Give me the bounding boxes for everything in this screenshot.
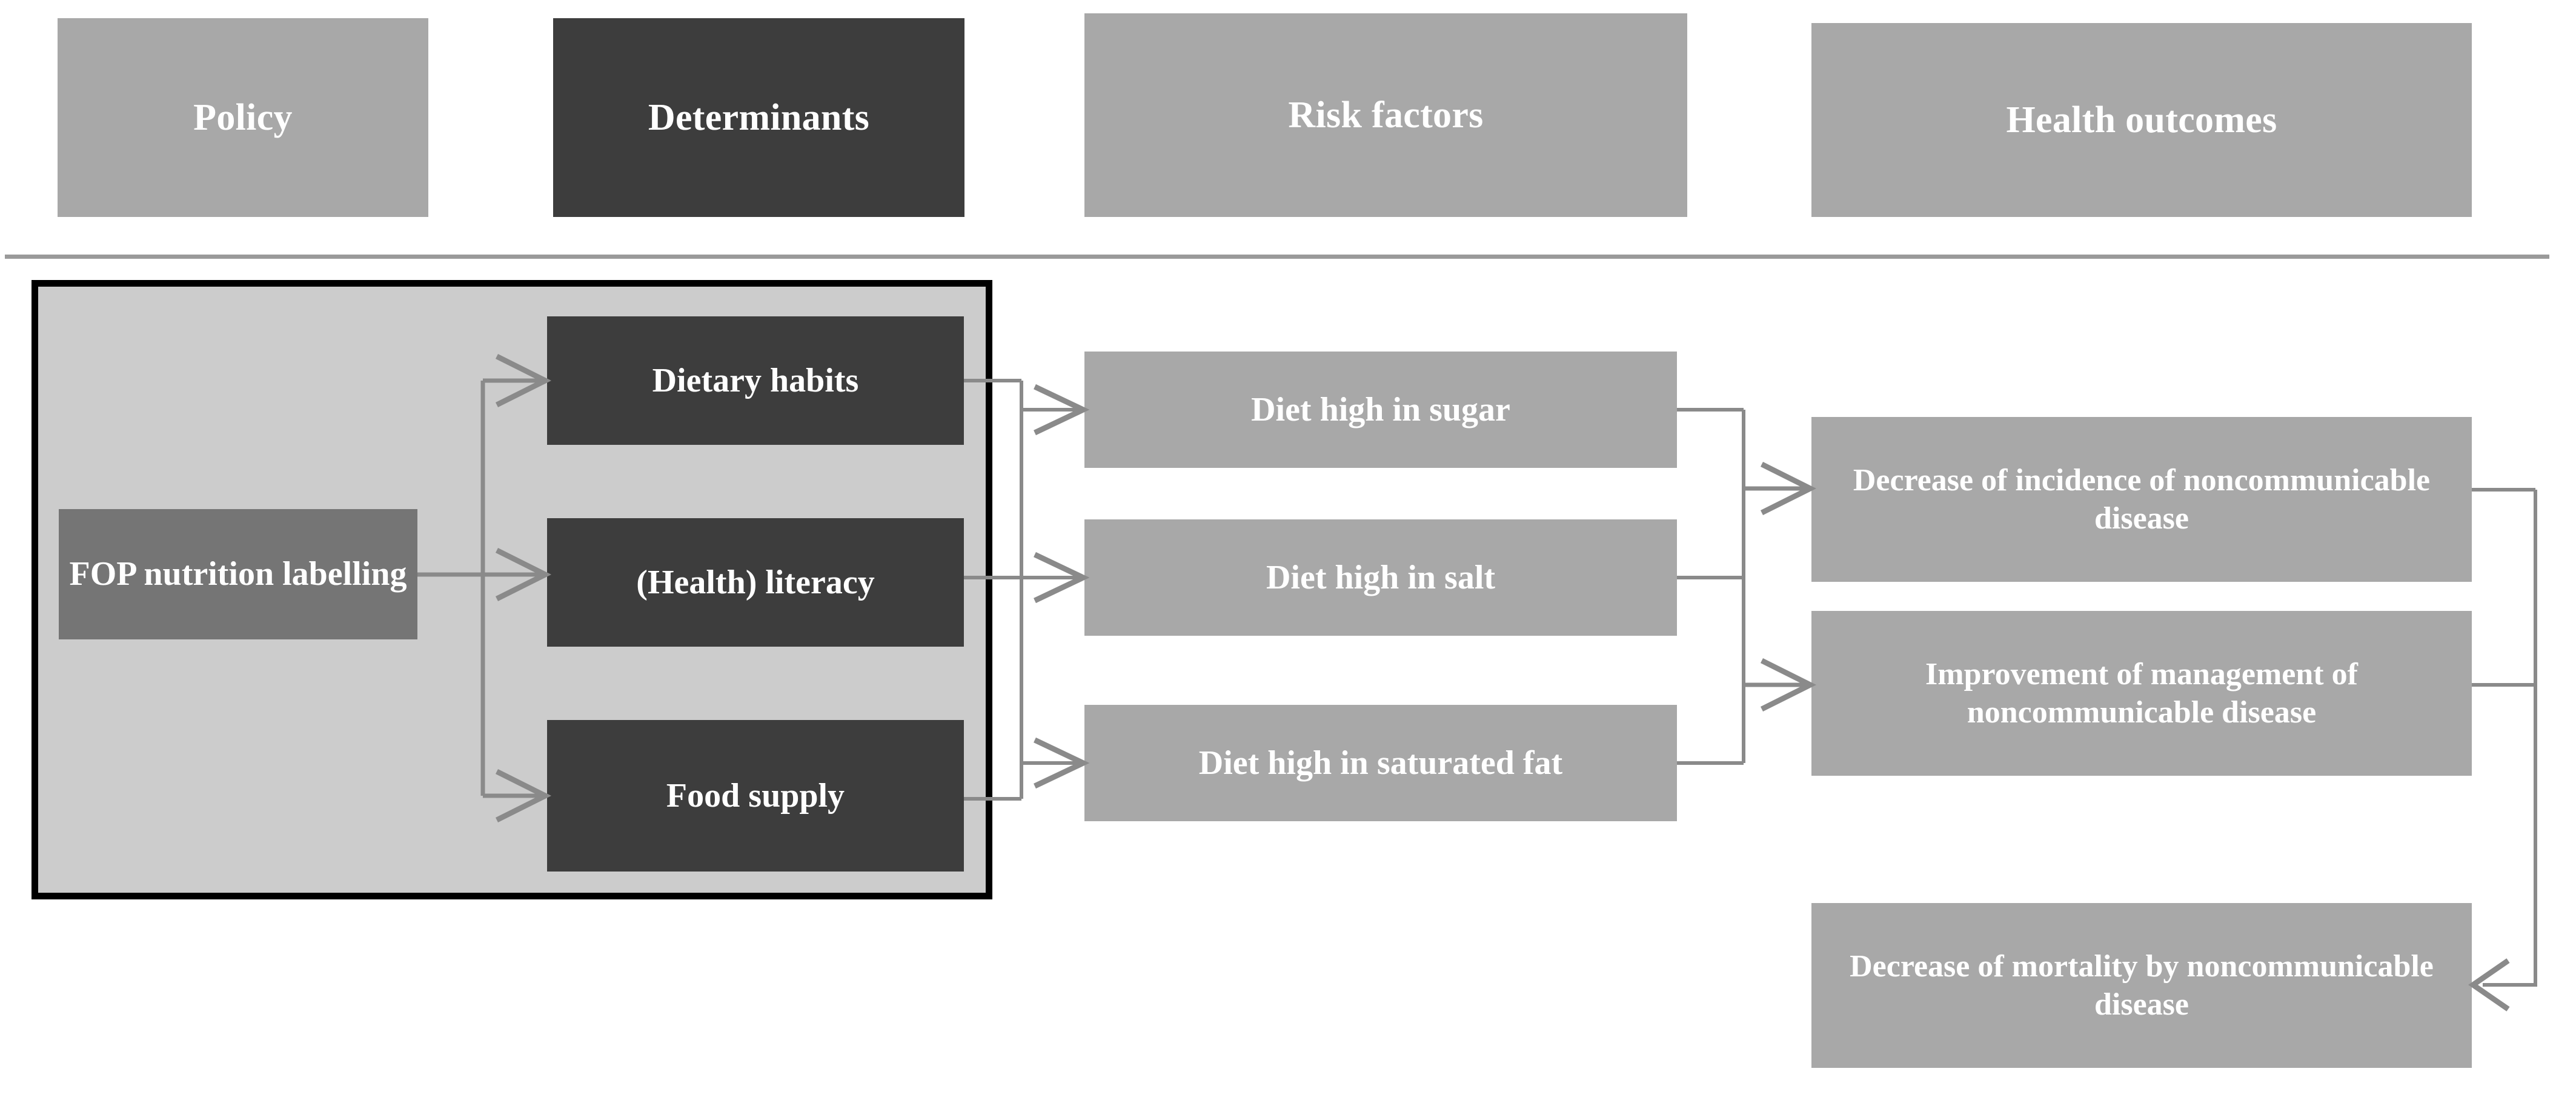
node-diet-high-saturated-fat[interactable]: Diet high in saturated fat: [1084, 705, 1677, 821]
node-food-supply-label: Food supply: [666, 776, 845, 815]
node-health-literacy[interactable]: (Health) literacy: [547, 518, 964, 647]
arrowhead-decrease-mortality: [2468, 958, 2510, 1012]
node-decrease-incidence-ncd[interactable]: Decrease of incidence of noncommunicable…: [1811, 417, 2472, 582]
arrowhead-decrease-incidence: [1760, 461, 1817, 516]
node-dietary-habits[interactable]: Dietary habits: [547, 316, 964, 445]
node-improvement-management-ncd-label: Improvement of management of noncommunic…: [1925, 656, 2358, 730]
node-diet-high-saturated-fat-label: Diet high in saturated fat: [1198, 744, 1563, 782]
header-risk-factors: Risk factors: [1084, 13, 1687, 217]
arrowhead-diet-salt: [1034, 552, 1090, 604]
node-dietary-habits-label: Dietary habits: [652, 361, 859, 399]
connector-mortality-feed: [2483, 490, 2537, 987]
arrowhead-diet-fat: [1034, 737, 1090, 789]
node-decrease-incidence-ncd-label: Decrease of incidence of noncommunicable…: [1853, 462, 2431, 536]
node-fop-nutrition-labelling[interactable]: FOP nutrition labelling: [59, 509, 417, 639]
node-diet-high-sugar[interactable]: Diet high in sugar: [1084, 352, 1677, 468]
section-divider: [5, 255, 2549, 259]
header-risk-factors-label: Risk factors: [1288, 94, 1484, 136]
node-diet-high-sugar-label: Diet high in sugar: [1251, 390, 1510, 428]
node-diet-high-salt[interactable]: Diet high in salt: [1084, 519, 1677, 636]
node-decrease-mortality-ncd[interactable]: Decrease of mortality by noncommunicable…: [1811, 903, 2472, 1068]
header-policy: Policy: [58, 18, 428, 217]
header-policy-label: Policy: [193, 96, 293, 138]
header-health-outcomes-label: Health outcomes: [2006, 99, 2277, 141]
node-decrease-mortality-ncd-label: Decrease of mortality by noncommunicable…: [1850, 948, 2434, 1022]
header-determinants: Determinants: [553, 18, 964, 217]
arrowhead-improvement-management: [1760, 658, 1817, 712]
node-fop-nutrition-labelling-label: FOP nutrition labelling: [69, 555, 407, 593]
arrowhead-diet-sugar: [1034, 384, 1090, 436]
header-health-outcomes: Health outcomes: [1811, 23, 2472, 217]
header-determinants-label: Determinants: [648, 96, 870, 138]
node-improvement-management-ncd[interactable]: Improvement of management of noncommunic…: [1811, 611, 2472, 776]
node-diet-high-salt-label: Diet high in salt: [1266, 558, 1496, 596]
node-food-supply[interactable]: Food supply: [547, 720, 964, 872]
node-health-literacy-label: (Health) literacy: [636, 563, 875, 601]
